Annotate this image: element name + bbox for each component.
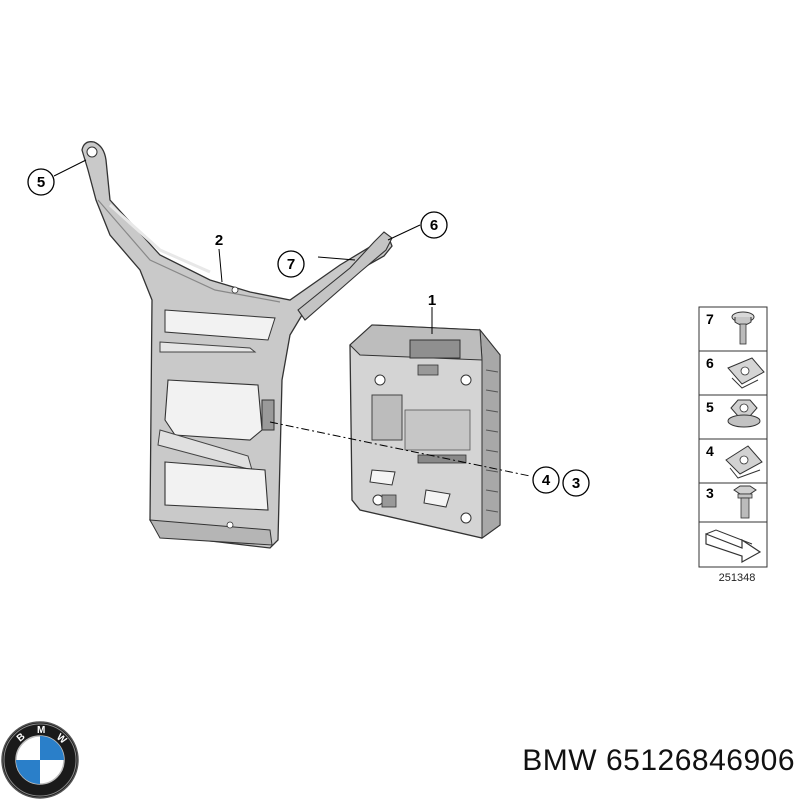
legend-row-5: 5 [706, 399, 761, 428]
svg-text:1: 1 [428, 292, 436, 309]
svg-text:6: 6 [430, 217, 438, 234]
svg-text:2: 2 [215, 232, 223, 249]
svg-text:4: 4 [542, 472, 551, 489]
strap-bracket [297, 231, 393, 321]
clip-nut-icon [727, 357, 765, 389]
svg-text:7: 7 [287, 256, 295, 273]
fastener-legend: 7 6 5 4 [698, 306, 768, 584]
legend-arrow-row [705, 529, 762, 564]
svg-text:5: 5 [37, 174, 45, 191]
svg-text:7: 7 [706, 311, 714, 327]
callout-3: 3 [562, 469, 590, 497]
callout-7: 7 [277, 250, 305, 278]
control-module [349, 324, 501, 539]
legend-row-3: 3 [706, 485, 757, 519]
svg-text:4: 4 [706, 443, 714, 459]
hex-bolt-icon [733, 485, 757, 519]
part-number: 65126846906 [605, 744, 795, 777]
flange-nut-icon [727, 399, 761, 428]
svg-text:3: 3 [572, 475, 580, 492]
leader-lines [53, 159, 531, 477]
callout-1: 1 [428, 292, 436, 309]
callout-2: 2 [215, 232, 223, 249]
brand-part-number: BMW 65126846906 [410, 744, 795, 778]
callout-4: 4 [532, 466, 560, 494]
bmw-logo: B M W [1, 721, 79, 799]
callout-6: 6 [420, 211, 448, 239]
callout-5: 5 [27, 168, 55, 196]
legend-row-7: 7 [706, 311, 755, 345]
legend-row-4: 4 [706, 443, 763, 479]
diagram-number: 251348 [719, 572, 756, 584]
spring-nut-icon [725, 445, 763, 479]
arrow-icon [705, 529, 762, 564]
legend-row-6: 6 [706, 355, 765, 389]
svg-text:6: 6 [706, 355, 714, 371]
brand-name: BMW [522, 744, 598, 777]
svg-text:5: 5 [706, 399, 714, 415]
svg-text:3: 3 [706, 485, 714, 501]
bolt-with-washer-icon [731, 311, 755, 345]
mounting-bracket [81, 141, 393, 549]
svg-text:M: M [37, 725, 45, 736]
